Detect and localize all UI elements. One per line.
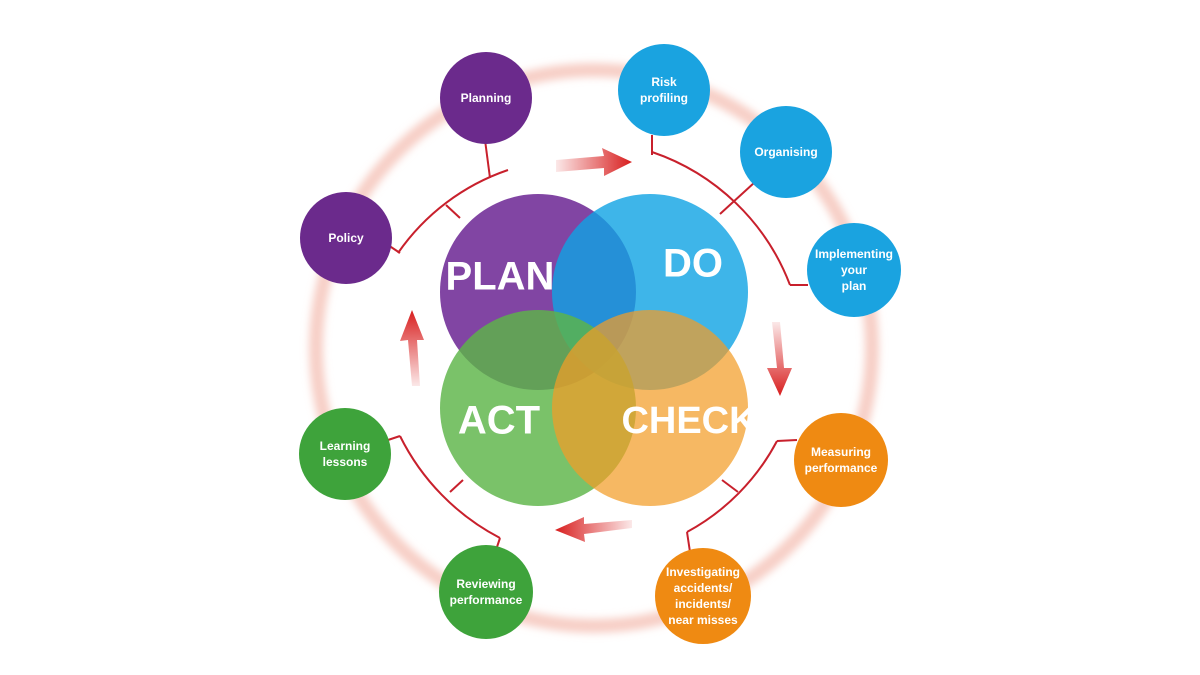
check-circle bbox=[552, 310, 748, 506]
node-planning-circle bbox=[440, 52, 532, 144]
node-risk-profiling-circle bbox=[618, 44, 710, 136]
check-label: CHECK bbox=[621, 400, 757, 442]
node-label-line: near misses bbox=[668, 613, 738, 627]
node-organising: Organising bbox=[740, 106, 832, 198]
node-risk-profiling: Risk profiling bbox=[618, 44, 710, 136]
node-label-line: incidents/ bbox=[675, 597, 732, 611]
connector-learning bbox=[387, 435, 401, 441]
connector-check-arc bbox=[686, 440, 778, 533]
node-reviewing-circle bbox=[439, 545, 533, 639]
node-implementing-circle bbox=[807, 223, 901, 317]
connector-act-tick bbox=[449, 479, 464, 493]
node-label-line: Planning bbox=[461, 91, 512, 105]
node-measuring-circle bbox=[794, 413, 888, 507]
node-implementing: Implementing your plan bbox=[807, 223, 901, 317]
node-investigating: Investigating accidents/incidents/near mi… bbox=[655, 548, 751, 644]
connector-lines bbox=[387, 135, 808, 554]
node-label-line: plan bbox=[842, 279, 867, 293]
connector-measuring bbox=[776, 439, 798, 442]
node-implementing-label: Implementing your plan bbox=[815, 247, 893, 293]
cycle-arrows bbox=[400, 148, 792, 542]
node-investigating-circle bbox=[655, 548, 751, 644]
node-label-line: Organising bbox=[754, 145, 817, 159]
outer-ring bbox=[309, 63, 879, 633]
node-investigating-label: Investigating accidents/incidents/near mi… bbox=[666, 565, 740, 627]
connector-organising bbox=[719, 181, 756, 215]
node-organising-circle bbox=[740, 106, 832, 198]
node-measuring: Measuring performance bbox=[794, 413, 888, 507]
node-risk-profiling-label: Risk profiling bbox=[640, 75, 688, 105]
node-learning-circle bbox=[299, 408, 391, 500]
node-reviewing-label: Reviewing performance bbox=[450, 577, 523, 607]
connector-act-arc bbox=[399, 435, 501, 539]
connector-plan-tick bbox=[445, 204, 461, 219]
arrow-act-to-plan bbox=[400, 310, 424, 386]
node-label-line: performance bbox=[450, 593, 523, 607]
node-label-line: Learning bbox=[320, 439, 371, 453]
act-label: ACT bbox=[458, 399, 540, 443]
node-reviewing: Reviewing performance bbox=[439, 545, 533, 639]
node-label-line: Risk bbox=[651, 75, 677, 89]
node-label-line: profiling bbox=[640, 91, 688, 105]
node-planning: Planning bbox=[440, 52, 532, 144]
do-label: DO bbox=[663, 242, 723, 286]
node-policy: Policy bbox=[300, 192, 392, 284]
node-label-line: Investigating bbox=[666, 565, 740, 579]
connector-planning bbox=[484, 139, 491, 179]
arrow-do-to-check bbox=[767, 322, 792, 396]
node-policy-label: Policy bbox=[328, 231, 364, 245]
connector-do-arc bbox=[651, 151, 791, 286]
arrow-plan-to-do bbox=[556, 148, 632, 176]
node-planning-label: Planning bbox=[461, 91, 512, 105]
node-label-line: lessons bbox=[323, 455, 368, 469]
node-label-line: Reviewing bbox=[456, 577, 515, 591]
arrow-check-to-act bbox=[555, 517, 632, 542]
satellite-nodes: Planning Policy Risk profiling Organising… bbox=[299, 44, 901, 644]
connector-check-tick bbox=[721, 479, 739, 493]
node-policy-circle bbox=[300, 192, 392, 284]
node-label-line: Implementing bbox=[815, 247, 893, 261]
node-label-line: your bbox=[841, 263, 867, 277]
node-label-line: performance bbox=[805, 461, 878, 475]
node-measuring-label: Measuring performance bbox=[805, 445, 878, 475]
connector-plan-arc bbox=[397, 169, 509, 254]
node-organising-label: Organising bbox=[754, 145, 817, 159]
node-learning-label: Learning lessons bbox=[320, 439, 371, 469]
connector-investigating bbox=[686, 531, 691, 553]
plan-label: PLAN bbox=[446, 255, 555, 299]
node-label-line: Measuring bbox=[811, 445, 871, 459]
node-label-line: accidents/ bbox=[674, 581, 733, 595]
node-learning: Learning lessons bbox=[299, 408, 391, 500]
node-label-line: Policy bbox=[328, 231, 364, 245]
pdca-circles bbox=[440, 194, 748, 506]
